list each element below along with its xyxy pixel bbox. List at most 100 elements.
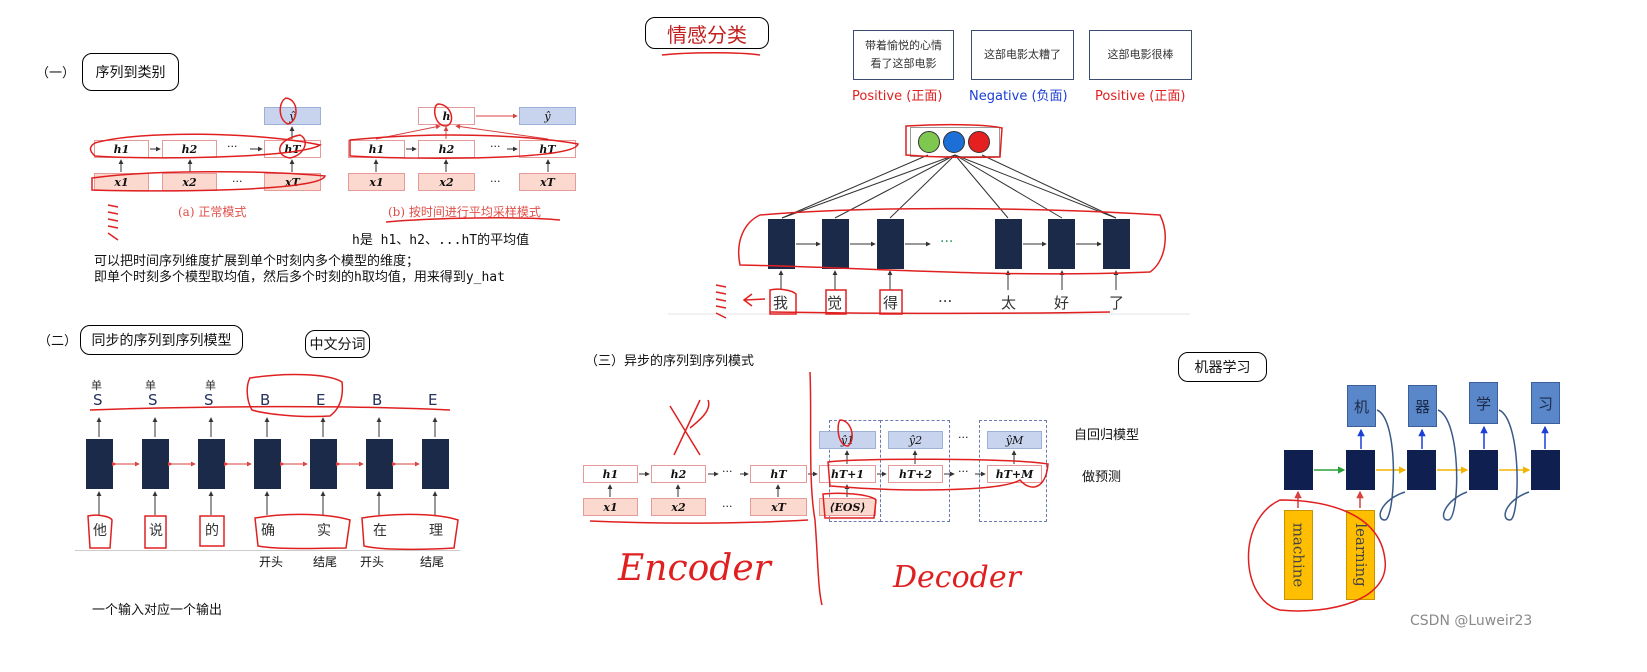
token-6: 好 (1054, 294, 1070, 312)
sec3-note-2: 做预测 (1082, 470, 1122, 485)
fig-a-x2: x2 (162, 173, 217, 191)
fig-b-h2: h2 (418, 140, 475, 158)
rnn-cell-5 (1048, 219, 1075, 269)
enc-dots: ··· (722, 465, 733, 478)
enc-xT: xT (750, 498, 807, 516)
ml-input-machine: machine (1284, 510, 1313, 600)
char-4: 确 (261, 523, 275, 539)
dec-hM: hT+M (987, 465, 1042, 483)
label-positive-2: Positive (正面) (1095, 85, 1185, 104)
ml-input-learning: learning (1346, 510, 1375, 600)
fig-a-x-dots: ··· (232, 175, 243, 188)
ml-output-3-label: 学 (1475, 394, 1491, 413)
fig-b-x-dots: ··· (490, 175, 501, 188)
rnn-cell-2 (822, 219, 849, 269)
dec-eos-label: ⟨EOS⟩ (829, 500, 866, 514)
token-5: 太 (1001, 294, 1017, 312)
fig-b-dots: ··· (490, 140, 501, 153)
fig-a-caption: (a) 正常模式 (178, 205, 247, 219)
token-3: 得 (883, 294, 899, 312)
fig-a-xT: xT (264, 173, 321, 191)
enc-hT: hT (750, 465, 807, 483)
fig-a-yhat-label: ŷ (289, 109, 296, 123)
decoder-label: Decoder (893, 560, 1021, 595)
watermark: CSDN @Luweir23 (1410, 613, 1533, 629)
dec-y1: ŷ1 (819, 431, 876, 449)
fig-a-h2-label: h2 (181, 142, 198, 156)
char-3: 的 (205, 523, 219, 539)
fig-a-hT-label: hT (284, 142, 301, 156)
sec1-title-box: 序列到类别 (82, 53, 179, 91)
fig-a-x2-label: x2 (182, 175, 197, 189)
label-negative: Negative (负面) (969, 85, 1068, 104)
tag-1: S (93, 391, 103, 409)
enc-x2-label: x2 (671, 500, 686, 514)
class-circle-green (918, 131, 940, 153)
tag-4: B (260, 391, 271, 409)
fig-b-hT-label: hT (539, 142, 556, 156)
bottom-label-2: 结尾 (313, 555, 338, 569)
ml-output-3: 学 (1469, 382, 1498, 424)
tag-small-2: 单 (145, 379, 156, 392)
sec1-note-2: 即单个时刻多个模型取均值，然后多个时刻的h取均值，用来得到y_hat (94, 270, 505, 285)
ml-cell-3 (1407, 450, 1436, 490)
seq-cell-4 (254, 439, 281, 489)
fig-b-xT: xT (519, 173, 576, 191)
char-2: 说 (149, 523, 163, 539)
fig-b-xT-label: xT (540, 175, 555, 189)
dec-y2-label: ŷ2 (908, 433, 923, 447)
fig-a-hT: hT (264, 140, 321, 158)
enc-x-dots: ··· (722, 500, 733, 513)
review-text-1: 带着愉悦的心情 看了这部电影 (865, 39, 942, 70)
review-text-2: 这部电影太糟了 (984, 48, 1061, 61)
sec1-number: （一） (36, 66, 76, 81)
char-5: 实 (317, 523, 331, 539)
bottom-label-4: 结尾 (420, 555, 445, 569)
seq-cell-7 (422, 439, 449, 489)
enc-xT-label: xT (771, 500, 786, 514)
encoder-label: Encoder (618, 548, 771, 589)
dec-eos: ⟨EOS⟩ (819, 498, 876, 516)
ml-title: 机器学习 (1194, 360, 1251, 376)
sec2-title-box: 同步的序列到序列模型 (80, 325, 243, 355)
review-text-3: 这部电影很棒 (1107, 48, 1174, 61)
rnn-cell-1 (768, 219, 795, 269)
dec-y1-label: ŷ1 (840, 433, 855, 447)
class-circle-blue (943, 131, 965, 153)
rnn-cell-4 (995, 219, 1022, 269)
token-7: 了 (1109, 294, 1125, 312)
token-2: 觉 (827, 294, 843, 312)
fig-a-dots: ··· (227, 140, 238, 153)
dec-h1-label: hT+1 (830, 467, 865, 481)
fig-b-caption: (b) 按时间进行平均采样模式 (388, 205, 541, 219)
fig-b-x2-label: x2 (439, 175, 454, 189)
sentiment-fan (781, 154, 1117, 219)
fig-a-x1: x1 (94, 173, 149, 191)
char-1: 他 (93, 523, 107, 539)
seq-cell-1 (86, 439, 113, 489)
fig-b-h1-label: h1 (368, 142, 385, 156)
fig-b-x1-label: x1 (369, 175, 384, 189)
sec1-note-h: h是 h1、h2、...hT的平均值 (352, 233, 530, 248)
seq-cell-6 (366, 439, 393, 489)
review-paper-2: 这部电影太糟了 (971, 30, 1074, 80)
enc-x2: x2 (651, 498, 706, 516)
fig-b-h2-label: h2 (438, 142, 455, 156)
token-1: 我 (773, 294, 789, 312)
dec-h-dots: ··· (958, 465, 969, 478)
ml-cell-2 (1346, 450, 1375, 490)
fig-b-h-label: h (442, 109, 451, 123)
rnn-cell-6 (1103, 219, 1130, 269)
ml-output-2-label: 器 (1414, 397, 1430, 416)
ml-output-4: 习 (1531, 382, 1560, 424)
sec2-box2: 中文分词 (305, 330, 370, 358)
sec2-title2: 中文分词 (309, 337, 366, 353)
label-positive-1: Positive (正面) (852, 85, 942, 104)
tag-7: E (428, 391, 438, 409)
dec-yM-label: ŷM (1005, 433, 1024, 447)
tag-small-3: 单 (205, 379, 216, 392)
enc-h1: h1 (583, 465, 638, 483)
fig-a-yhat: ŷ (264, 107, 321, 125)
label-negative-zh: (负面) (1031, 89, 1068, 104)
enc-hT-label: hT (770, 467, 787, 481)
